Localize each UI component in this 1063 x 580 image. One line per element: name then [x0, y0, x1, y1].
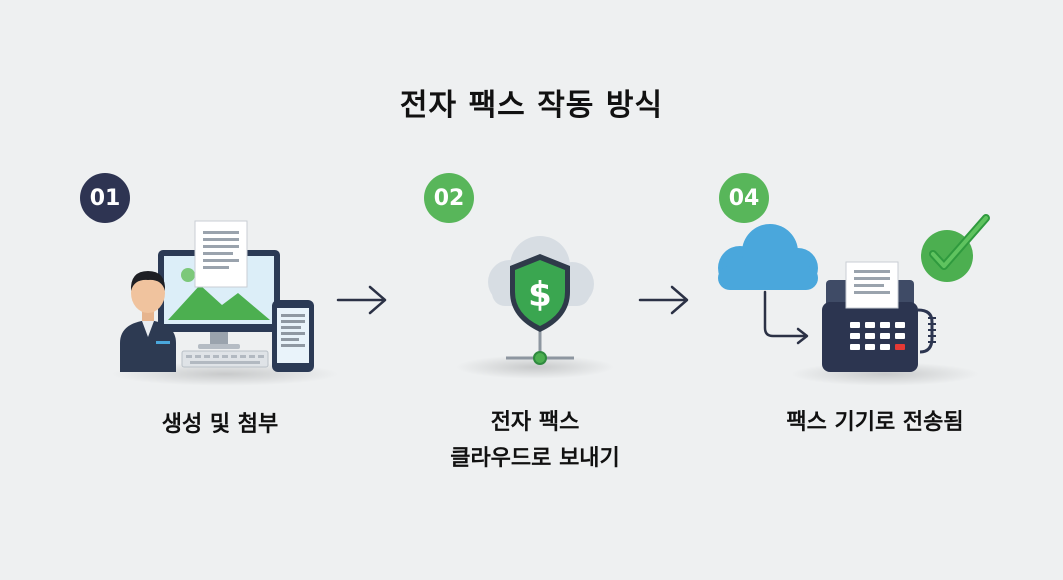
step-2-badge: 02	[424, 173, 474, 223]
cloud-fax-icon	[718, 214, 990, 372]
diagram-title: 전자 팩스 작동 방식	[399, 88, 664, 123]
arrow-right-icon	[638, 285, 689, 315]
svg-text:$: $	[528, 275, 552, 315]
step-3-label: 팩스 기기로 전송됨	[786, 410, 964, 435]
step-3-badge: 04	[719, 173, 769, 223]
cloud-shield-icon: $	[488, 236, 594, 365]
step-2-label-line1: 전자 팩스	[490, 410, 580, 435]
step-1-label: 생성 및 첨부	[161, 412, 279, 437]
step-1-badge: 01	[80, 173, 130, 223]
computer-user-icon	[120, 220, 314, 372]
arrow-right-icon	[336, 285, 387, 315]
step-2-label-line2: 클라우드로 보내기	[450, 446, 620, 471]
